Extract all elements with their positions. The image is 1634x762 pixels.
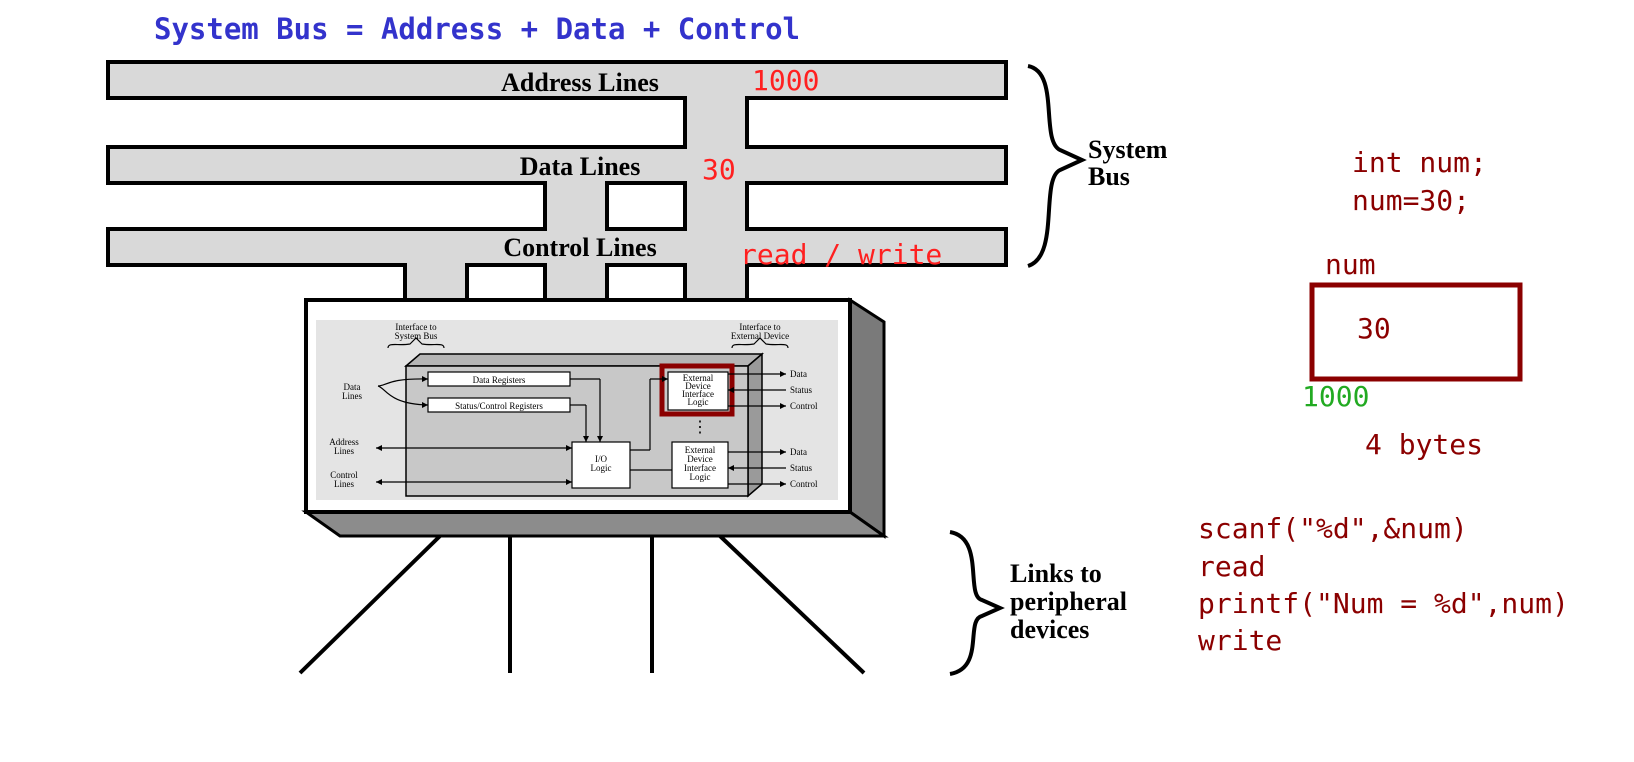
code-assignment: num=30; [1352, 184, 1471, 217]
address-bus [106, 60, 1008, 100]
status-control-registers-label: Status/Control Registers [455, 401, 543, 411]
io-logic-label-1: I/O [595, 454, 607, 464]
code-write: write [1198, 624, 1283, 657]
ext-signal-2-status: Status [790, 463, 813, 473]
data-lines-small-label-1: Data [344, 382, 361, 392]
external-device-interface-logic-box-1 [667, 371, 729, 411]
control-lines-label: Control Lines [503, 233, 656, 262]
system-bus-brace [1027, 64, 1087, 268]
peripheral-label-line1: Links to [1010, 559, 1102, 588]
code-read: read [1198, 550, 1266, 583]
io-logic-label-2: Logic [591, 463, 612, 473]
code-scanf: scanf("%d",&num) [1198, 512, 1468, 545]
control-value-annotation: read / write [740, 238, 943, 271]
address-lines-small-label-2: Lines [334, 446, 354, 456]
bus-connectors [403, 94, 749, 304]
ext-logic-2-line-1: External [685, 445, 716, 455]
address-lines-small-label-1: Address [329, 437, 359, 447]
data-value-annotation: 30 [702, 153, 736, 186]
interface-system-bus-label-1: Interface to [395, 322, 437, 332]
ext-signal-1-status: Status [790, 385, 813, 395]
interface-external-label-1: Interface to [739, 322, 781, 332]
ext-signal-1-data: Data [790, 369, 807, 379]
ext-logic-2-line-3: Interface [684, 463, 716, 473]
data-bus [106, 145, 1008, 185]
io-module-inner: Interface to System Bus Interface to Ext… [329, 322, 818, 498]
control-lines-small-label-2: Lines [334, 479, 354, 489]
data-lines-small-label-2: Lines [342, 391, 362, 401]
interface-external-label-2: External Device [731, 331, 789, 341]
code-printf: printf("Num = %d",num) [1198, 587, 1569, 620]
ext-logic-2-line-2: Device [687, 454, 712, 464]
variable-size: 4 bytes [1365, 428, 1484, 461]
system-bus-brace-label-line1: System [1088, 135, 1168, 164]
ext-logic-1-line-3: Interface [682, 389, 714, 399]
code-declaration: int num; [1352, 146, 1487, 179]
ext-logic-1-line-4: Logic [688, 397, 709, 407]
ext-logic-1-line-1: External [683, 373, 714, 383]
address-lines-label: Address Lines [501, 68, 659, 97]
ext-logic-1-line-2: Device [685, 381, 710, 391]
control-lines-small-label-1: Control [330, 470, 358, 480]
peripheral-links [298, 534, 866, 675]
interface-system-bus-label-2: System Bus [395, 331, 438, 341]
ext-signal-2-data: Data [790, 447, 807, 457]
ext-logic-2-line-4: Logic [690, 472, 711, 482]
memory-cell-box [1309, 282, 1523, 382]
variable-address: 1000 [1302, 380, 1370, 413]
data-lines-label: Data Lines [520, 152, 641, 181]
variable-value: 30 [1357, 312, 1391, 345]
module-ellipsis: ⋮ [692, 419, 708, 436]
peripheral-label-line3: devices [1010, 615, 1089, 644]
ext-signal-2-control: Control [790, 479, 818, 489]
io-logic-box [571, 441, 631, 489]
variable-name-label: num [1325, 248, 1376, 281]
page-title: System Bus = Address + Data + Control [154, 12, 801, 46]
ext-signal-1-control: Control [790, 401, 818, 411]
system-bus-brace-label-line2: Bus [1088, 162, 1130, 191]
peripheral-label-line2: peripheral [1010, 587, 1127, 616]
address-value-annotation: 1000 [752, 64, 820, 97]
external-device-interface-logic-box-2 [671, 441, 729, 489]
data-registers-label: Data Registers [473, 375, 526, 385]
peripheral-brace [949, 530, 1005, 676]
